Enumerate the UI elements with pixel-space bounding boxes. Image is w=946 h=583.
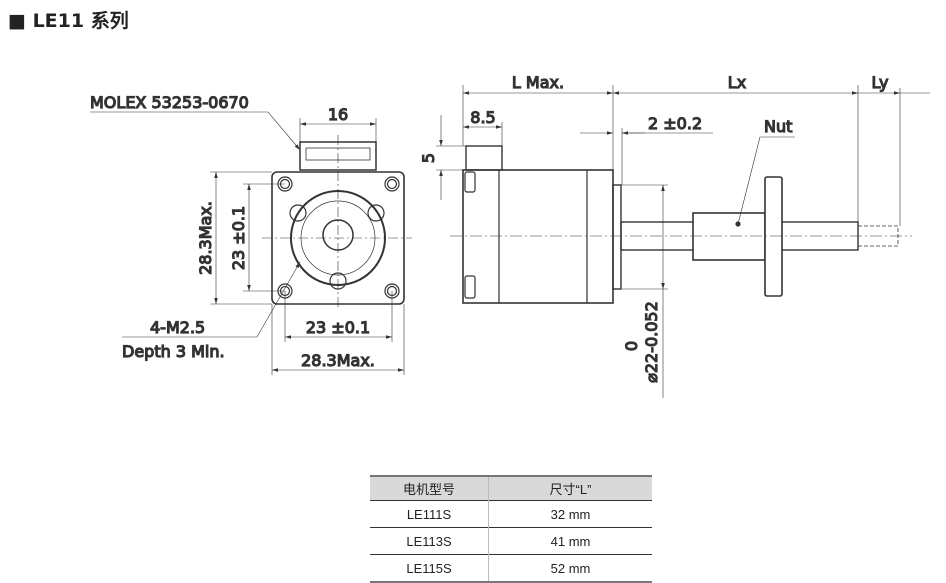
thread-label: 4-M2.5 <box>150 318 205 337</box>
length-cell: 32 mm <box>488 500 652 528</box>
ly-dim: Ly <box>872 73 889 92</box>
length-cell: 52 mm <box>488 554 652 583</box>
pilot-tolerance: 0 <box>622 341 641 351</box>
header-length: 尺寸“L” <box>488 475 652 501</box>
connector-offset-dim: 8.5 <box>470 108 495 127</box>
section-title: ■ LE11 系列 <box>8 10 129 32</box>
side-view <box>436 85 930 398</box>
connector-width-dim: 16 <box>328 105 348 124</box>
hole-pitch-v-dim: 23 ±0.1 <box>229 206 248 270</box>
length-cell: 41 mm <box>488 527 652 555</box>
model-cell: LE111S <box>370 500 489 528</box>
model-cell: LE115S <box>370 554 489 583</box>
height-max-dim: 28.3Max. <box>196 201 215 275</box>
nut-label: Nut <box>764 117 792 136</box>
motor-body <box>462 169 614 304</box>
nut <box>692 212 766 261</box>
length-max-dim: L Max. <box>512 73 564 92</box>
header-model: 电机型号 <box>370 475 489 501</box>
model-cell: LE113S <box>370 527 489 555</box>
thread-depth: Depth 3 Min. <box>122 342 225 361</box>
pilot-length-dim: 2 ±0.2 <box>648 114 702 133</box>
pilot-diameter-dim: ⌀22-0.052 <box>642 301 661 383</box>
width-max-dim: 28.3Max. <box>301 351 375 370</box>
hole-pitch-h-dim: 23 ±0.1 <box>306 318 370 337</box>
connector-label: MOLEX 53253-0670 <box>90 93 249 112</box>
lx-dim: Lx <box>728 73 746 92</box>
connector-height-dim: 5 <box>419 153 438 163</box>
front-view <box>90 111 412 375</box>
